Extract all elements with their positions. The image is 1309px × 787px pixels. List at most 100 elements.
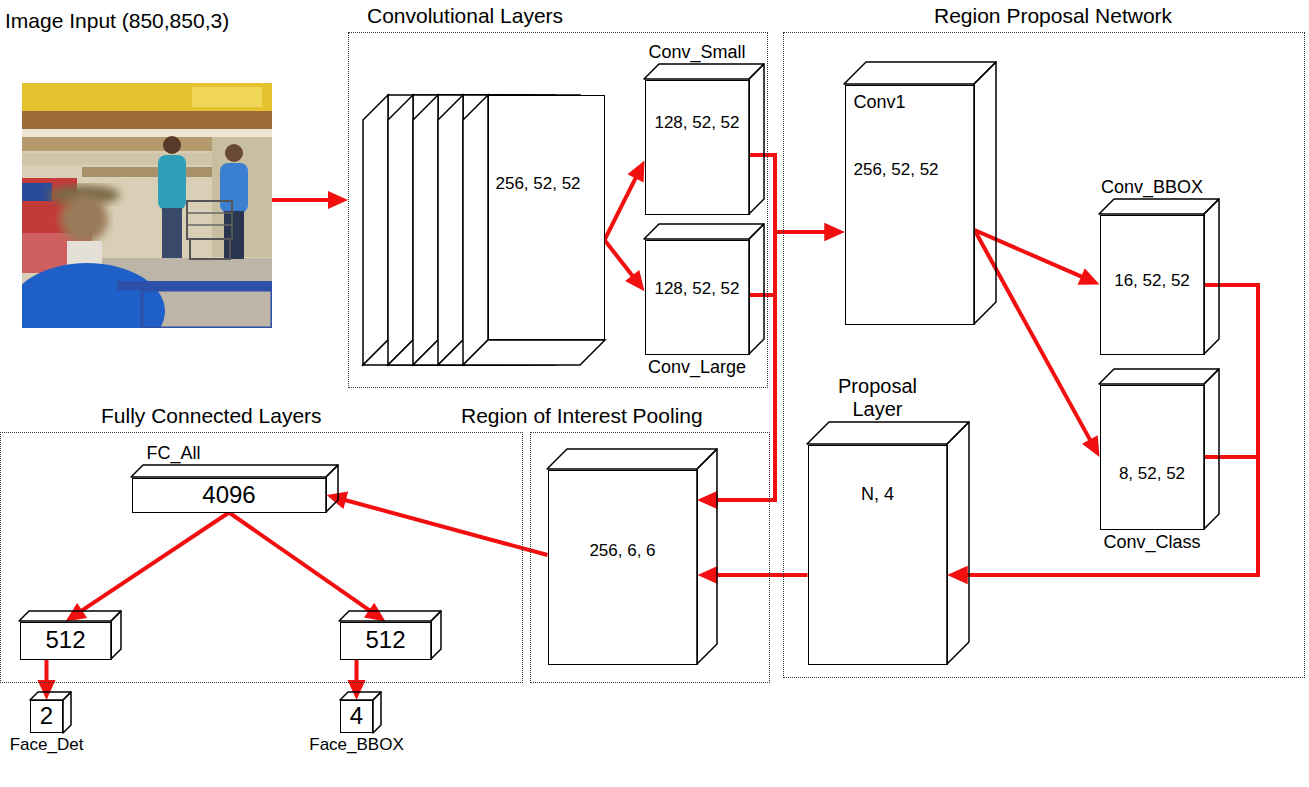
layer-label: Conv_BBOX	[1101, 177, 1203, 198]
dimension-text: N, 4	[861, 484, 894, 505]
arrow-head	[948, 566, 968, 584]
photo-freezer-sign	[22, 183, 52, 201]
layer-label: Proposal Layer	[823, 375, 933, 421]
box-side-face	[431, 611, 441, 659]
dimension-text: 256, 6, 6	[589, 541, 655, 561]
box-side-face	[1204, 199, 1219, 354]
flow-arrow	[975, 230, 1100, 457]
layer-label: Conv_Class	[1103, 532, 1200, 553]
region-box: Region of Interest Pooling256, 6, 6	[530, 432, 770, 683]
arrow-line	[345, 500, 548, 555]
arrow-head	[825, 223, 845, 241]
arrow-head	[327, 492, 349, 509]
stack-slab-bottom	[463, 340, 605, 365]
arrow-line	[975, 230, 1091, 440]
box-top-face	[30, 692, 71, 700]
flow-arrow	[605, 240, 645, 291]
layer-label: FC_All	[147, 443, 201, 464]
layer-box: Conv1 256, 52, 52	[845, 85, 975, 325]
arrow-head	[348, 680, 366, 700]
flow-arrow	[272, 191, 348, 209]
layer-box: 8, 52, 52Conv_Class	[1100, 385, 1205, 530]
arrow-head	[66, 603, 88, 622]
image-input: Image Input (850,850,3)	[22, 83, 272, 328]
box-side-face	[947, 422, 969, 664]
photo-shelf-light	[22, 129, 272, 137]
photo-person-legs	[224, 211, 244, 259]
layer-label: Conv_Small	[648, 42, 745, 63]
arrow-head	[364, 603, 386, 622]
dimension-text: 128, 52, 52	[654, 113, 739, 133]
box-top-face	[844, 62, 996, 84]
region-title: Region of Interest Pooling	[461, 404, 703, 428]
box-side-face	[974, 62, 996, 324]
photo-jacket	[22, 263, 165, 328]
photo-shelf-top	[22, 111, 272, 129]
dimension-text: 256, 52, 52	[496, 174, 581, 194]
arrow-line	[605, 177, 636, 240]
box-depth	[644, 64, 766, 216]
flow-arrow	[750, 155, 845, 241]
flow-arrow	[750, 223, 845, 295]
photo-cart-front	[142, 290, 272, 328]
flow-arrow	[38, 660, 56, 701]
photo-person-body	[220, 163, 248, 213]
photo-person-legs	[162, 208, 182, 258]
flow-arrow	[327, 492, 548, 555]
arrow-line	[81, 513, 229, 611]
box-top-face	[644, 224, 764, 239]
box-top-face	[19, 611, 121, 621]
arrow-head	[698, 491, 718, 509]
input-title: Image Input (850,850,3)	[5, 9, 229, 33]
region-box: Fully Connected LayersFC_All4096512512	[0, 432, 523, 683]
arrow-line	[272, 198, 329, 202]
arrow-head	[698, 566, 718, 584]
region-box: Region Proposal NetworkConv1256, 52, 52C…	[783, 32, 1305, 678]
arrow-head	[1082, 435, 1100, 457]
fc-box: 512	[20, 622, 112, 660]
layer-box: Conv_BBOX16, 52, 52	[1100, 215, 1205, 355]
flow-arrow	[229, 513, 386, 622]
feature-map-box: 256, 52, 52	[488, 95, 605, 340]
output-box: 2Face_Det	[30, 700, 63, 733]
unit-count: 2	[40, 703, 53, 729]
output-box: 4Face_BBOX	[340, 700, 373, 733]
layer-box: Proposal LayerN, 4	[808, 445, 948, 665]
box-top-face	[340, 692, 381, 700]
photo-sign-panel	[192, 87, 262, 107]
dimension-text: 256, 52, 52	[854, 160, 939, 180]
arrow-head	[328, 191, 348, 209]
region-title: Region Proposal Network	[934, 4, 1172, 28]
unit-count: 4	[350, 703, 363, 729]
layer-label: Conv1	[854, 92, 906, 113]
output-label: Face_BBOX	[309, 735, 404, 755]
box-depth	[1099, 369, 1221, 531]
dimension-text: 16, 52, 52	[1114, 271, 1190, 291]
arrow-line	[605, 240, 633, 276]
photo-person-head	[225, 144, 243, 162]
region-title: Convolutional Layers	[367, 4, 563, 28]
photo-person-body	[158, 155, 186, 210]
box-side-face	[111, 611, 121, 659]
region-box: Convolutional Layers256, 52, 52Conv_Smal…	[348, 32, 768, 388]
stack-slab-side	[388, 95, 413, 365]
unit-count: 512	[45, 627, 85, 653]
stack-slab-side	[438, 95, 463, 365]
layer-box: Conv_Small128, 52, 52	[645, 80, 750, 215]
output-label: Face_Det	[10, 735, 84, 755]
arrow-line	[975, 230, 1083, 277]
fc-box: 512	[340, 622, 432, 660]
arrow-head	[825, 223, 845, 241]
box-side-face	[373, 692, 381, 733]
layer-box: 128, 52, 52Conv_Large	[645, 240, 750, 355]
arrow-line	[45, 660, 49, 682]
dimension-text: 8, 52, 52	[1119, 464, 1185, 484]
box-top-face	[807, 422, 969, 444]
stack-slab-side	[363, 95, 388, 365]
arrow-head	[627, 161, 644, 183]
arrow-line	[229, 513, 370, 611]
dimension-text: 128, 52, 52	[654, 279, 739, 299]
pooling-box: 256, 6, 6	[548, 470, 698, 665]
photo-cart-wire	[187, 224, 232, 226]
